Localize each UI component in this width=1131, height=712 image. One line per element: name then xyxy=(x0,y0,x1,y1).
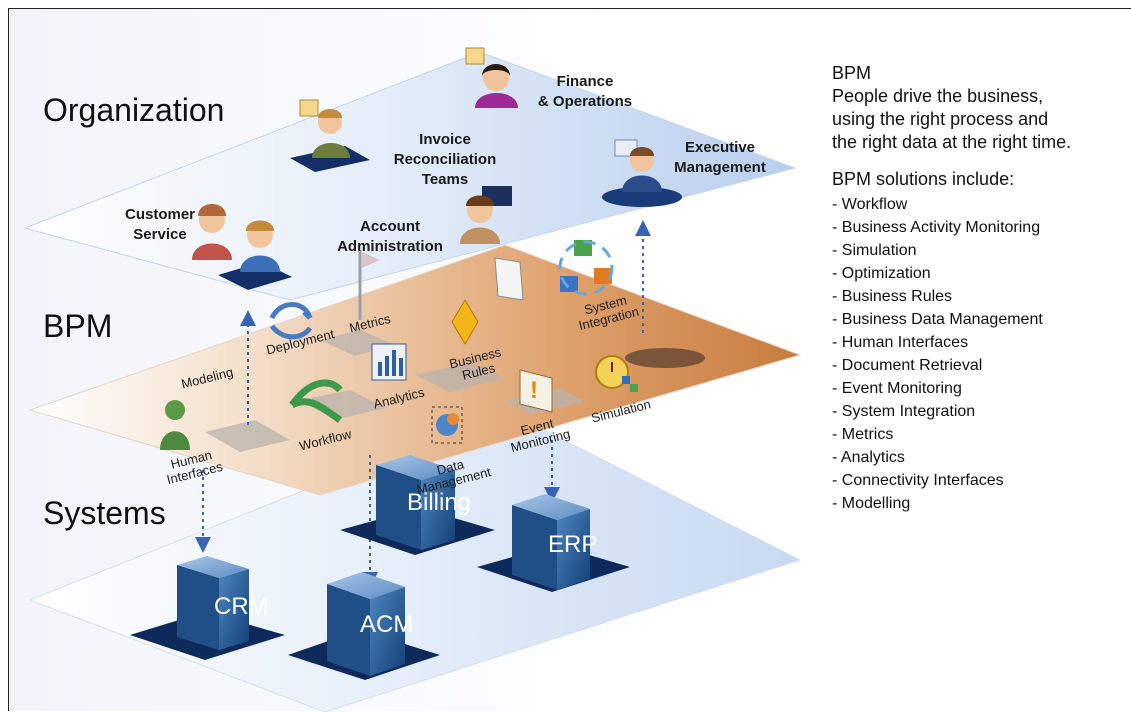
erp-label: ERP xyxy=(548,531,597,558)
solution-item: Metrics xyxy=(832,423,1128,446)
executive-person-icon xyxy=(602,139,682,207)
solution-item: Analytics xyxy=(832,446,1128,469)
metrics-flag-icon xyxy=(358,250,380,320)
solution-item: Modelling xyxy=(832,492,1128,515)
solutions-heading: BPM solutions include: xyxy=(832,169,1015,189)
system-integration-icon xyxy=(558,240,614,296)
finance-person-icon xyxy=(465,47,518,108)
human-interfaces-icon xyxy=(160,400,190,450)
workflow-icon xyxy=(289,379,343,423)
account-administration-label: Account Administration xyxy=(337,218,443,255)
crm-label: CRM xyxy=(214,593,269,620)
finance-operations-label: Finance & Operations xyxy=(537,73,633,110)
solution-item: System Integration xyxy=(832,400,1128,423)
crm-system-cube: CRM xyxy=(177,556,269,650)
acm-system-cube: ACM xyxy=(327,572,413,676)
solution-item: Business Activity Monitoring xyxy=(832,216,1128,239)
billing-system-cube: Billing xyxy=(376,455,471,550)
invoice-reconciliation-label: Invoice Reconciliation Teams xyxy=(393,131,497,188)
bpm-layer-title: BPM xyxy=(43,308,113,344)
data-management-icon xyxy=(431,406,463,444)
deployment-icon xyxy=(269,302,313,340)
solutions-list: Workflow Business Activity Monitoring Si… xyxy=(832,193,1128,515)
simulation-stopwatch-icon xyxy=(595,355,638,392)
panel-tagline: People drive the business, using the rig… xyxy=(832,86,1072,152)
account-admin-person-icon xyxy=(460,186,512,244)
svg-text:!: ! xyxy=(530,377,538,404)
solution-item: Document Retrieval xyxy=(832,354,1128,377)
erp-system-cube: ERP xyxy=(512,494,597,590)
solution-item: Business Data Management xyxy=(832,308,1128,331)
solution-item: Connectivity Interfaces xyxy=(832,469,1128,492)
customer-service-label: Customer Service xyxy=(124,206,195,243)
solution-item: Event Monitoring xyxy=(832,377,1128,400)
solution-item: Optimization xyxy=(832,262,1128,285)
acm-label: ACM xyxy=(360,611,413,638)
business-rules-icon xyxy=(451,299,479,345)
solution-item: Business Rules xyxy=(832,285,1128,308)
systems-layer-title: Systems xyxy=(43,495,166,531)
solution-item: Human Interfaces xyxy=(832,331,1128,354)
panel-heading: BPM xyxy=(832,63,872,83)
event-monitoring-icon: ! xyxy=(519,369,553,413)
bpm-description-panel: BPM People drive the business, using the… xyxy=(832,62,1128,515)
solution-item: Workflow xyxy=(832,193,1128,216)
organization-layer-title: Organization xyxy=(43,92,225,128)
customer-service-agent-icon xyxy=(218,220,292,290)
executive-management-label: Executive Management xyxy=(674,139,766,176)
invoice-team-person-icon xyxy=(290,99,370,172)
document-icon xyxy=(494,257,524,301)
connector-arrows xyxy=(195,220,651,588)
billing-label: Billing xyxy=(407,489,471,516)
customer-service-person-icon xyxy=(192,204,232,260)
analytics-icon xyxy=(371,343,407,381)
simulation-shadow xyxy=(625,348,705,368)
solution-item: Simulation xyxy=(832,239,1128,262)
